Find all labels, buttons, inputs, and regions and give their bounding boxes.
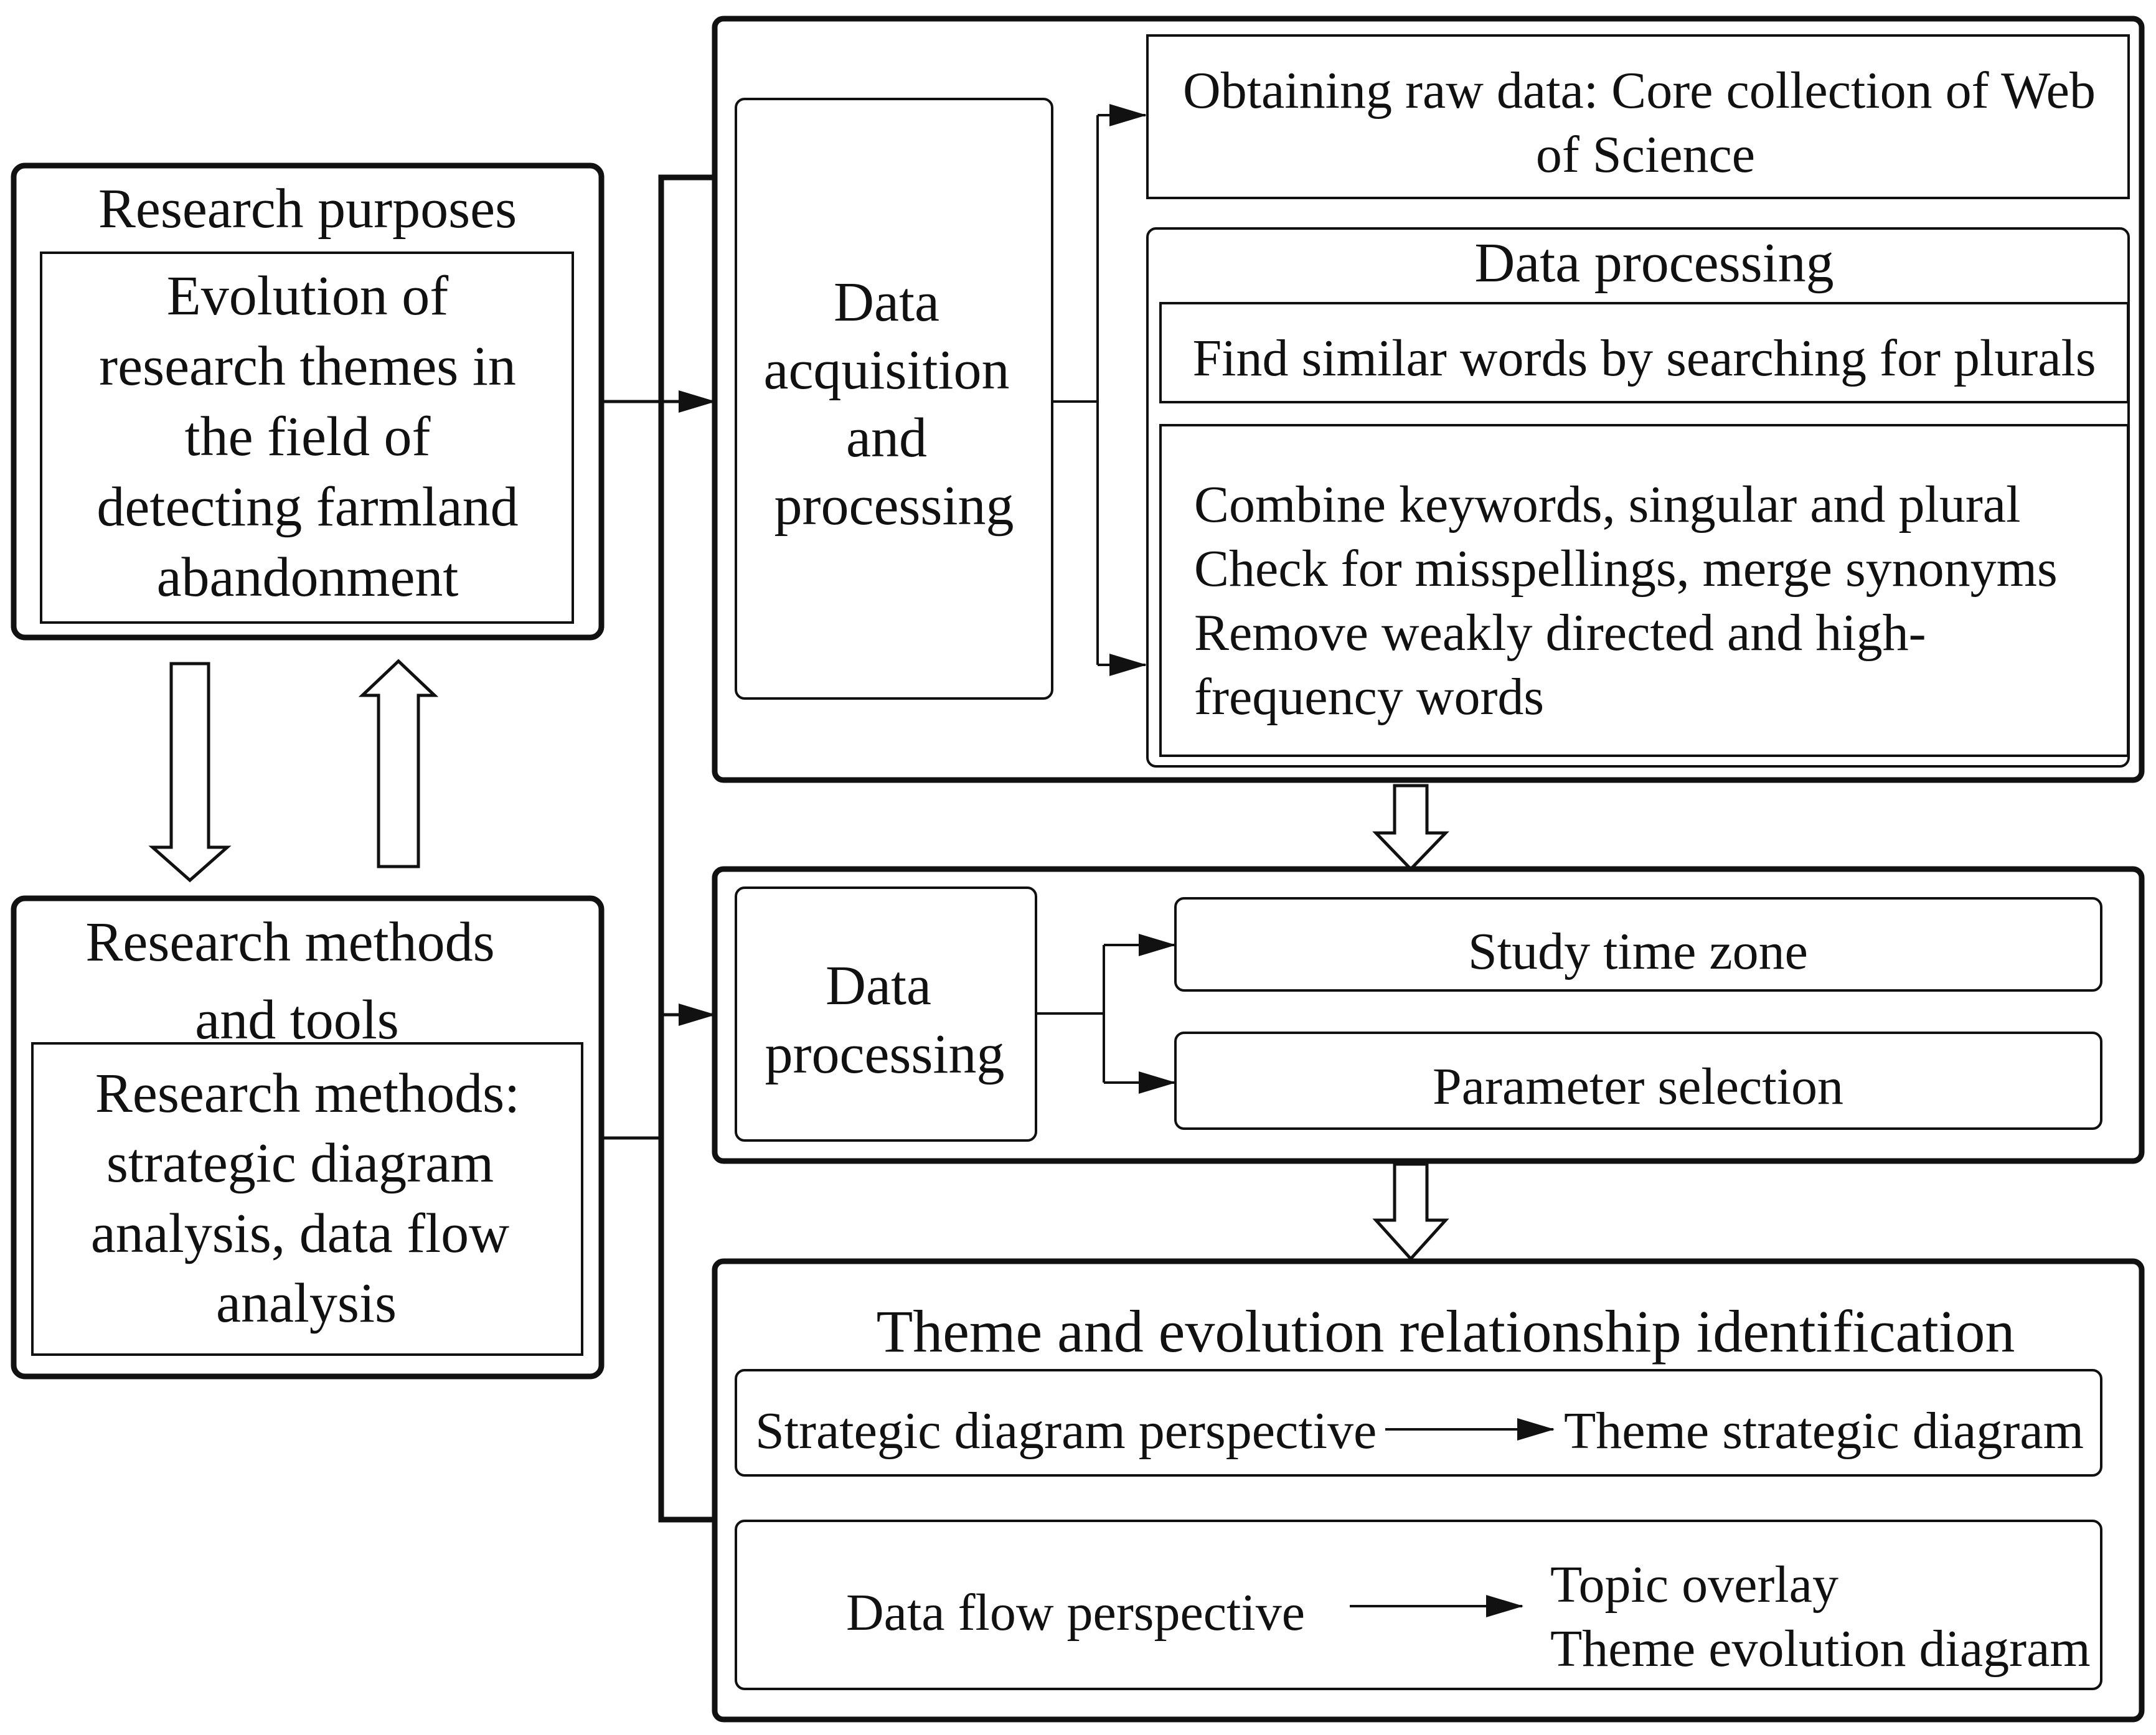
acquisition-label-1: Data xyxy=(834,271,939,333)
theme-title: Theme and evolution relationship identif… xyxy=(877,1298,2015,1365)
research-purposes-block: Research purposes Evolution of research … xyxy=(11,162,605,641)
research-purposes-line-1: Evolution of xyxy=(167,265,448,327)
acquisition-label-2: acquisition xyxy=(764,339,1010,401)
theme-evolution-text: Theme evolution diagram xyxy=(1550,1620,2091,1678)
acquisition-label-box xyxy=(735,98,1053,700)
research-purposes-line-3: the field of xyxy=(185,406,431,468)
research-methods-line-3: analysis, data flow xyxy=(91,1203,509,1264)
plurals-text: Find similar words by searching for plur… xyxy=(1192,329,2096,387)
hollow-arrow-down-to-theme xyxy=(1372,1162,1449,1261)
raw-data-line-2: of Science xyxy=(1536,126,1755,184)
acquisition-label-4: processing xyxy=(774,475,1014,537)
strategic-row-box xyxy=(735,1369,2102,1477)
hollow-arrow-down xyxy=(148,662,232,883)
topic-overlay-text: Topic overlay xyxy=(1550,1556,1838,1614)
cleaning-step-3: Remove weakly directed and high- xyxy=(1194,604,1926,662)
research-purposes-line-4: detecting farmland xyxy=(97,476,518,538)
research-methods-title-1: Research methods xyxy=(85,911,494,973)
data-processing-title: Data processing xyxy=(1474,232,1834,294)
time-zone-box xyxy=(1174,897,2102,992)
cleaning-step-2: Check for misspellings, merge synonyms xyxy=(1194,540,2058,598)
processing-label-1: Data xyxy=(826,955,931,1017)
time-zone-text: Study time zone xyxy=(1468,923,1808,980)
research-methods-inner-box xyxy=(31,1042,583,1356)
research-methods-line-4: analysis xyxy=(216,1272,397,1334)
processing-block: Data processing Study time zone Paramete… xyxy=(712,866,2145,1164)
cleaning-step-4: frequency words xyxy=(1194,668,1544,726)
research-methods-line-2: strategic diagram xyxy=(106,1132,494,1194)
acquisition-label-3: and xyxy=(846,407,927,469)
research-purposes-inner-box xyxy=(40,252,574,624)
cleaning-step-1: Combine keywords, singular and plural xyxy=(1194,476,2020,534)
left-connectors xyxy=(601,174,716,1523)
acquisition-block: Data acquisition and processing Obtainin… xyxy=(712,16,2145,783)
processing-label-2: processing xyxy=(765,1023,1005,1085)
cleaning-steps-box xyxy=(1159,424,2129,757)
plurals-box xyxy=(1159,302,2129,403)
raw-data-box xyxy=(1146,34,2130,199)
research-purposes-line-2: research themes in xyxy=(99,336,516,397)
research-purposes-title: Research purposes xyxy=(98,178,517,240)
hollow-arrow-up xyxy=(358,659,439,868)
research-methods-block: Research methods and tools Research meth… xyxy=(11,895,605,1380)
parameter-text: Parameter selection xyxy=(1433,1058,1843,1116)
dataflow-perspective-text: Data flow perspective xyxy=(846,1584,1305,1642)
theme-block: Theme and evolution relationship identif… xyxy=(712,1258,2145,1723)
raw-data-line-1: Obtaining raw data: Core collection of W… xyxy=(1183,62,2096,120)
strategic-perspective-text: Strategic diagram perspective xyxy=(755,1402,1377,1460)
research-methods-line-1: Research methods: xyxy=(95,1063,520,1124)
hollow-arrow-down-to-processing xyxy=(1372,784,1449,872)
research-purposes-line-5: abandonment xyxy=(157,547,459,608)
research-methods-title-2: and tools xyxy=(195,989,398,1051)
strategic-diagram-text: Theme strategic diagram xyxy=(1564,1402,2084,1460)
parameter-box xyxy=(1174,1032,2102,1130)
